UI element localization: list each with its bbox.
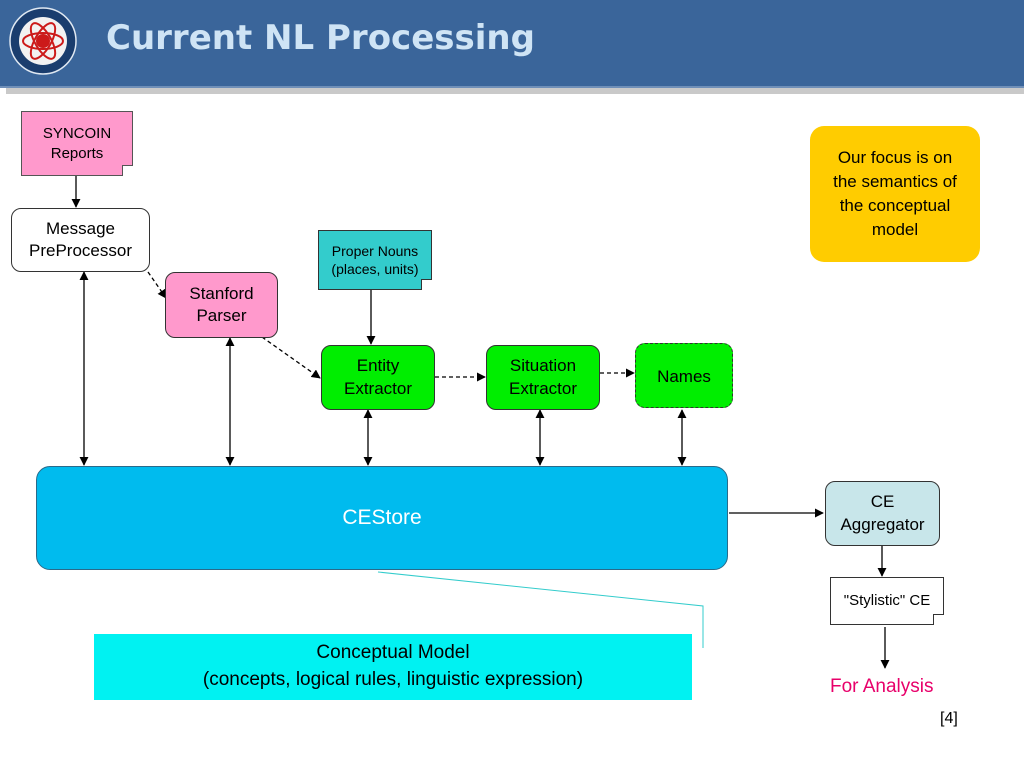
cestore-label: CEStore (342, 506, 422, 529)
entity-extractor-node: Entity Extractor (321, 345, 435, 410)
focus-note-text: Our focus is on the semantics of the con… (833, 148, 957, 239)
proper-nouns-node: Proper Nouns (places, units) (318, 230, 432, 290)
syncoin-reports-label: SYNCOIN Reports (42, 125, 112, 162)
arrow-stanford-to-entity (261, 336, 321, 379)
stylistic-ce-node: "Stylistic" CE (830, 577, 944, 625)
page-title: Current NL Processing (106, 18, 535, 58)
ita-logo-icon (9, 7, 77, 75)
header-shadow (6, 88, 1024, 94)
stanford-parser-label: Stanford Parser (189, 283, 254, 325)
stanford-parser-node: Stanford Parser (165, 272, 278, 338)
focus-note: Our focus is on the semantics of the con… (810, 126, 980, 262)
situation-extractor-label: Situation Extractor (508, 356, 578, 398)
message-preprocessor-node: Message PreProcessor (11, 208, 150, 272)
conceptual-model-subtitle: (concepts, logical rules, linguistic exp… (202, 669, 584, 690)
conceptual-model-callout: Conceptual Model (concepts, logical rule… (94, 634, 692, 700)
callout-connector (377, 571, 704, 648)
reference-number: [4] (940, 710, 958, 727)
names-label: Names (657, 367, 711, 386)
message-preprocessor-label: Message PreProcessor (29, 218, 132, 260)
conceptual-model-title: Conceptual Model (316, 642, 470, 664)
entity-extractor-label: Entity Extractor (343, 356, 413, 398)
proper-nouns-label: Proper Nouns (places, units) (331, 242, 419, 277)
syncoin-reports-node: SYNCOIN Reports (21, 111, 133, 176)
header-bar (0, 0, 1024, 88)
stylistic-ce-label: "Stylistic" CE (843, 592, 931, 610)
arrow-preprocessor-to-stanford (147, 271, 167, 299)
cestore-node: CEStore (36, 466, 728, 570)
ce-aggregator-node: CE Aggregator (825, 481, 940, 546)
for-analysis-label: For Analysis (830, 676, 934, 697)
names-node: Names (635, 343, 733, 408)
situation-extractor-node: Situation Extractor (486, 345, 600, 410)
ce-aggregator-label: CE Aggregator (840, 492, 925, 534)
